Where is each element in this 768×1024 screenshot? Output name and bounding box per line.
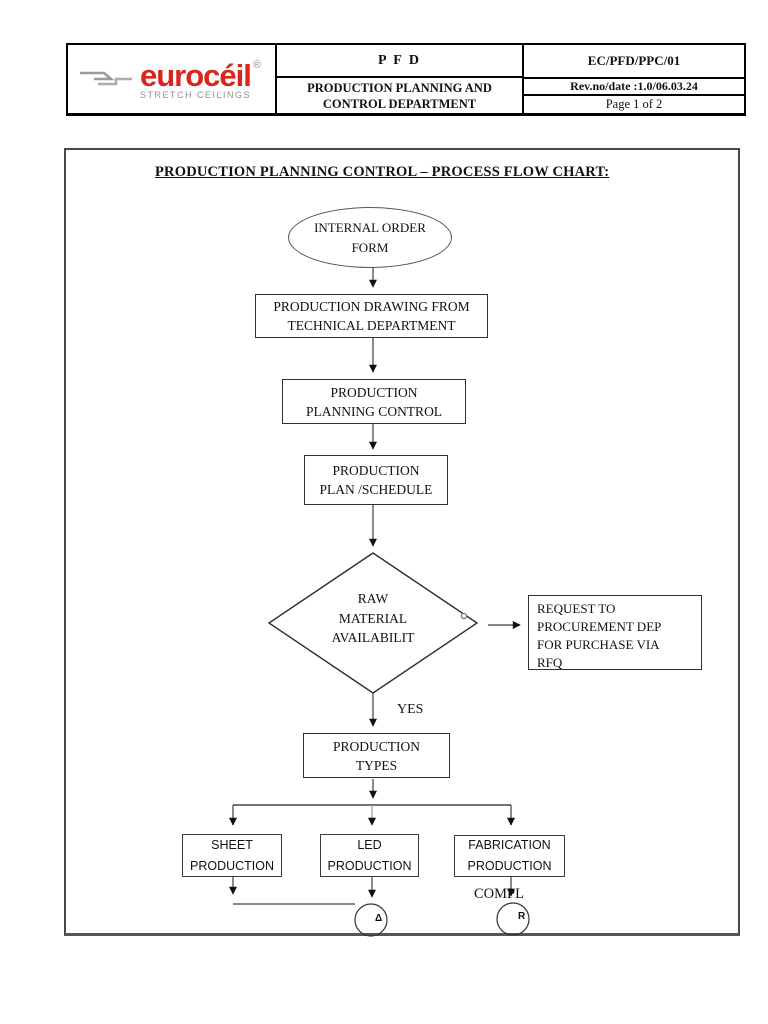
node-led-production: LED PRODUCTION	[320, 834, 419, 877]
logo-cell: eurocéil® STRETCH CEILINGS	[68, 45, 277, 113]
flowchart-frame	[64, 148, 740, 936]
node-production-plan-schedule: PRODUCTION PLAN /SCHEDULE	[304, 455, 448, 505]
brand-name: eurocéil	[139, 57, 252, 93]
page-number: Page 1 of 2	[605, 97, 663, 111]
offpage-connector-r-label: R	[518, 911, 526, 922]
node-sheet-production: SHEET PRODUCTION	[182, 834, 282, 877]
node-raw-material-availability: RAW MATERIAL AVAILABILIT Y	[331, 591, 415, 653]
label-compl: COMPL	[474, 886, 524, 902]
department-title: PRODUCTION PLANNING AND CONTROL DEPARTME…	[307, 80, 492, 111]
chart-title: PRODUCTION PLANNING CONTROL – PROCESS FL…	[155, 164, 610, 180]
node-production-types: PRODUCTION TYPES	[303, 733, 450, 778]
ceiling-profile-icon	[79, 71, 132, 86]
node-internal-order-form: INTERNAL ORDER FORM	[288, 207, 452, 268]
brand-tagline: STRETCH CEILINGS	[139, 89, 251, 100]
label-yes: YES	[397, 702, 424, 717]
revision-info: Rev.no/date :1.0/06.03.24	[524, 79, 744, 96]
node-production-drawing: PRODUCTION DRAWING FROM TECHNICAL DEPART…	[255, 294, 488, 338]
offpage-connector-a-label: Δ	[375, 913, 383, 924]
doc-code: EC/PFD/PPC/01	[524, 45, 744, 79]
doc-type: P F D	[277, 45, 522, 78]
document-header-table: eurocéil® STRETCH CEILINGS P F D PRODUCT…	[66, 43, 746, 116]
node-production-planning-control: PRODUCTION PLANNING CONTROL	[282, 379, 466, 424]
node-request-procurement: REQUEST TO PROCUREMENT DEP FOR PURCHASE …	[528, 595, 702, 670]
node-fabrication-production: FABRICATION PRODUCTION	[454, 835, 565, 877]
euroceil-logo: eurocéil® STRETCH CEILINGS	[78, 59, 265, 100]
registered-mark: ®	[252, 58, 261, 71]
